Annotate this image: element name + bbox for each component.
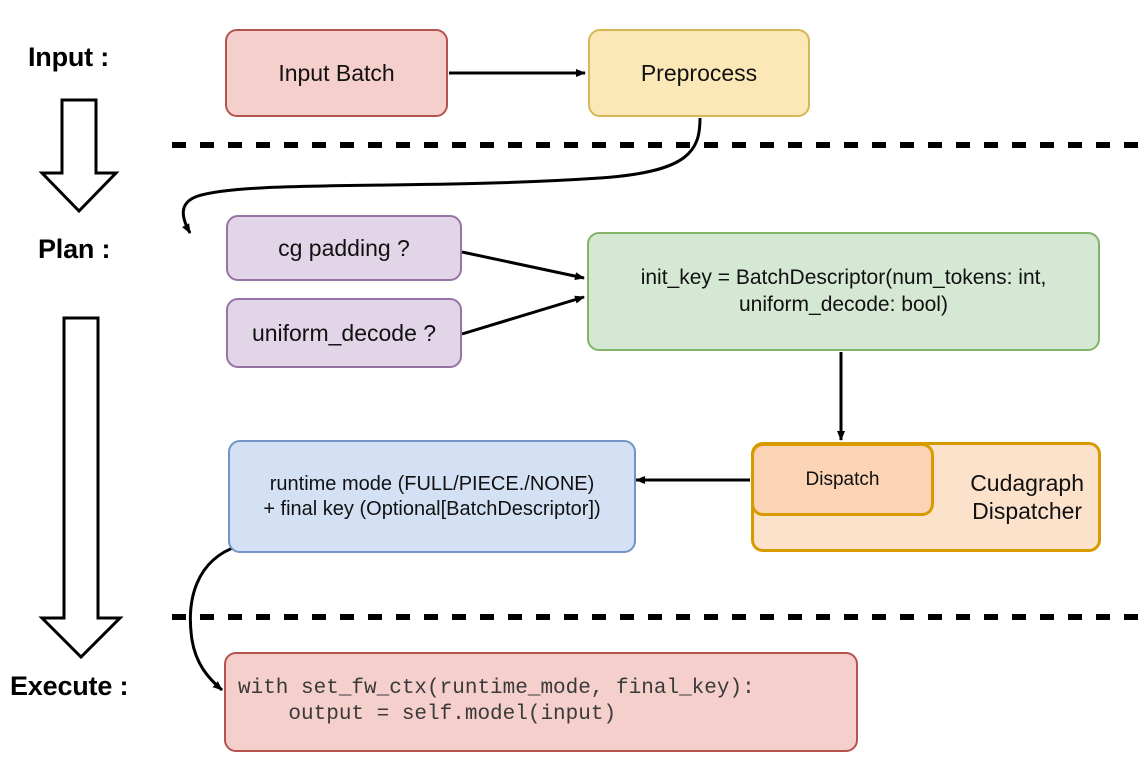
node-cg-padding-label: cg padding ? (278, 234, 410, 261)
arrow-cg-padding-to-init-key (461, 250, 585, 281)
node-init-key-label: init_key = BatchDescriptor(num_tokens: i… (640, 266, 1047, 316)
node-cudagraph-dispatcher-label: Cudagraph Dispatcher (970, 469, 1084, 524)
node-input-batch-label: Input Batch (278, 59, 395, 86)
node-dispatch-label: Dispatch (805, 468, 880, 490)
node-dispatch[interactable]: Dispatch (751, 443, 934, 516)
node-uniform-decode[interactable]: uniform_decode ? (226, 298, 462, 368)
arrow-uniform-decode-to-init-key (461, 295, 585, 336)
node-runtime-mode-label: runtime mode (FULL/PIECE./NONE) + final … (263, 472, 601, 520)
stage-label-execute: Execute : (10, 671, 129, 701)
input-to-plan-big-arrow (38, 98, 120, 214)
node-runtime-mode[interactable]: runtime mode (FULL/PIECE./NONE) + final … (228, 440, 636, 553)
node-preprocess[interactable]: Preprocess (588, 29, 810, 117)
node-code-block-text: with set_fw_ctx(runtime_mode, final_key)… (238, 676, 755, 726)
node-cg-padding[interactable]: cg padding ? (226, 215, 462, 281)
node-code-block[interactable]: with set_fw_ctx(runtime_mode, final_key)… (224, 652, 858, 752)
stage-label-input: Input : (28, 42, 110, 72)
stage-label-plan: Plan : (38, 234, 111, 264)
plan-to-execute-big-arrow (38, 316, 124, 660)
node-input-batch[interactable]: Input Batch (225, 29, 448, 117)
node-preprocess-label: Preprocess (640, 59, 758, 86)
node-init-key[interactable]: init_key = BatchDescriptor(num_tokens: i… (587, 232, 1100, 351)
node-uniform-decode-label: uniform_decode ? (251, 319, 437, 346)
